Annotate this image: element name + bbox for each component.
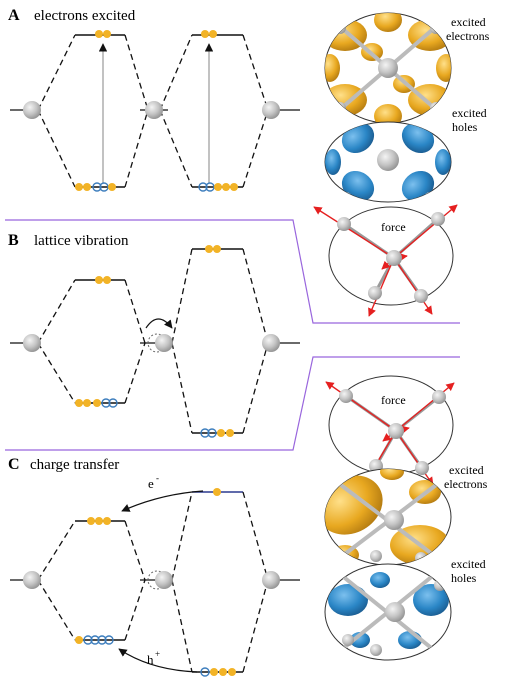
label-excited-holes-a-line1: excited bbox=[452, 106, 487, 120]
atom-b2-displaced bbox=[155, 334, 173, 352]
label-excited-holes-a-line2: holes bbox=[452, 120, 478, 134]
electrons-c-upper-2 bbox=[213, 488, 221, 496]
label-excited-electrons-c-line2: electrons bbox=[444, 477, 488, 491]
panel-a-title: electrons excited bbox=[34, 8, 136, 24]
panel-c-level-diagram bbox=[10, 490, 300, 673]
label-hole-arrow: h bbox=[147, 652, 154, 667]
label-electron-arrow-sup: - bbox=[156, 473, 159, 483]
orbital-excited-electrons-a bbox=[324, 12, 452, 124]
atom-c1 bbox=[23, 571, 41, 589]
label-excited-holes-c-line2: holes bbox=[451, 571, 477, 585]
force-diagram-2 bbox=[325, 375, 455, 486]
panel-b-title: lattice vibration bbox=[34, 233, 129, 249]
panel-c-title: charge transfer bbox=[30, 457, 119, 473]
electrons-a-upper-1 bbox=[95, 30, 111, 38]
electrons-b-lower-2 bbox=[200, 428, 234, 438]
label-force-1: force bbox=[381, 220, 406, 234]
panel-b-level-diagram bbox=[10, 248, 300, 434]
divider-a-b bbox=[5, 219, 460, 324]
atom-b3 bbox=[262, 334, 280, 352]
label-hole-arrow-sup: + bbox=[155, 649, 160, 659]
electrons-a-upper-2 bbox=[201, 30, 217, 38]
panel-a-letter: A bbox=[8, 7, 20, 24]
panel-c-letter: C bbox=[8, 456, 20, 473]
electrons-c-lower-1 bbox=[75, 635, 114, 645]
orbital-excited-holes-a bbox=[324, 121, 452, 203]
electrons-b-upper-2 bbox=[205, 245, 221, 253]
divider-b-c bbox=[5, 356, 460, 451]
atom-a3 bbox=[262, 101, 280, 119]
atom-c2-displaced bbox=[155, 571, 173, 589]
label-electron-arrow: e bbox=[148, 476, 154, 491]
electrons-b-lower-1 bbox=[75, 398, 118, 408]
force-diagram-1 bbox=[313, 204, 458, 317]
label-excited-electrons-a-line2: electrons bbox=[446, 29, 490, 43]
label-excited-holes-c-line1: excited bbox=[451, 557, 486, 571]
atom-a1 bbox=[23, 101, 41, 119]
atom-c3 bbox=[262, 571, 280, 589]
label-force-2: force bbox=[381, 393, 406, 407]
panel-b-letter: B bbox=[8, 232, 19, 249]
electrons-c-lower-2 bbox=[200, 667, 236, 677]
electrons-b-upper-1 bbox=[95, 276, 111, 284]
panel-a-level-diagram bbox=[10, 34, 300, 188]
label-excited-electrons-c-line1: excited bbox=[449, 463, 484, 477]
electrons-c-upper-1 bbox=[87, 517, 111, 525]
electrons-a-lower-2 bbox=[198, 182, 238, 192]
atom-a2 bbox=[145, 101, 163, 119]
label-excited-electrons-a-line1: excited bbox=[451, 15, 486, 29]
orbital-excited-holes-c bbox=[324, 563, 452, 661]
atom-b1 bbox=[23, 334, 41, 352]
electrons-a-lower-1 bbox=[75, 182, 116, 192]
